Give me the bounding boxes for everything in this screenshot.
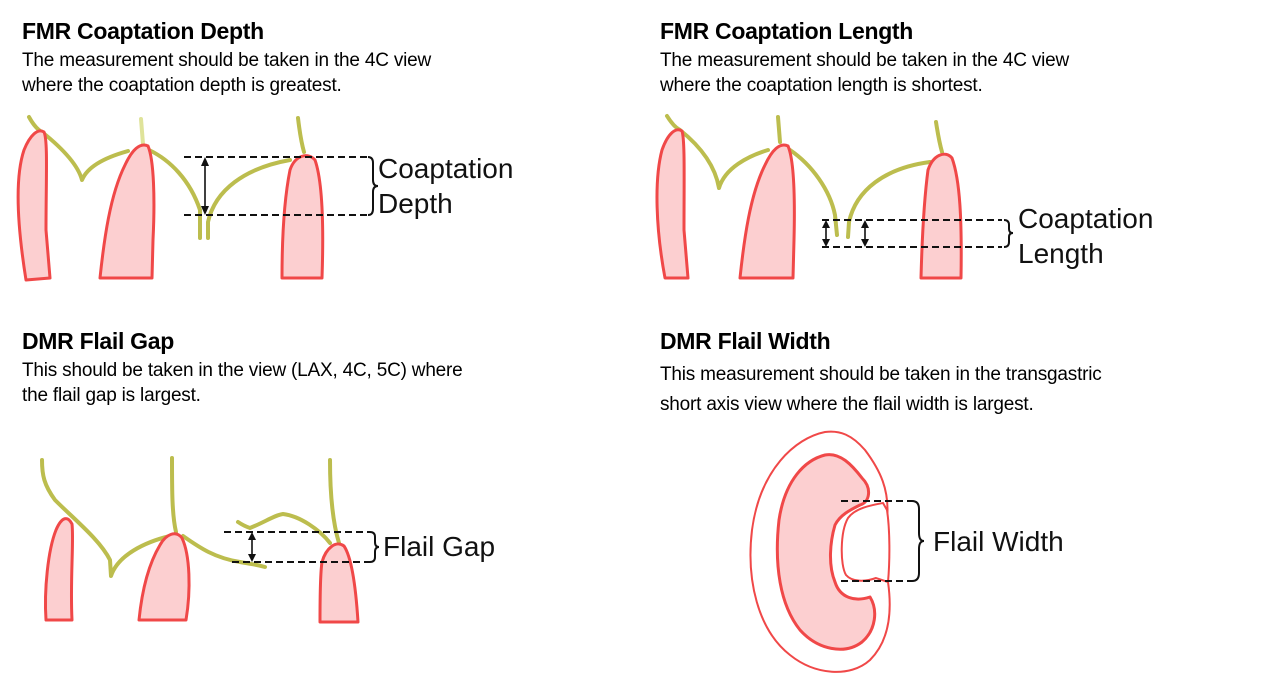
arrow-head-up <box>248 532 256 540</box>
leaflet-posterior <box>206 158 292 240</box>
measurement-label: Length <box>1018 238 1104 269</box>
leaflet-chord <box>328 458 341 545</box>
description-line: This measurement should be taken in the … <box>660 364 1102 385</box>
description-line: This should be taken in the view (LAX, 4… <box>22 360 463 381</box>
arrow-head-up <box>861 220 869 228</box>
leaflet-left <box>40 130 130 182</box>
measurement-label: Flail Width <box>933 526 1064 557</box>
ventricle-wall-right <box>280 154 325 280</box>
measurement-label: Flail Gap <box>383 531 495 562</box>
measurement-label: Coaptation <box>378 153 513 184</box>
measurement-brace <box>911 500 925 582</box>
ventricle-wall-right <box>318 542 360 624</box>
valve-leaflet-c-shape <box>775 453 877 651</box>
arrow-head-down <box>201 206 209 215</box>
ventricle-wall-left <box>655 128 690 280</box>
leaflet-chord <box>665 114 682 132</box>
leaflet-chord <box>934 120 944 154</box>
leaflet-anterior <box>147 148 202 240</box>
leaflet-posterior <box>846 160 932 239</box>
ventricle-wall-left <box>44 517 75 622</box>
coaptation-depth-diagram: Coaptation Depth <box>16 115 513 282</box>
flail-gap-diagram: Flail Gap <box>40 456 495 624</box>
panel-title: DMR Flail Gap <box>22 328 175 354</box>
panel-title: FMR Coaptation Depth <box>22 18 264 44</box>
arrow-head-down <box>861 239 869 247</box>
ventricle-wall-septum <box>137 532 191 622</box>
measurement-brace <box>369 531 380 563</box>
panel-description: The measurement should be taken in the 4… <box>660 48 1069 98</box>
arrow-head-down <box>248 554 256 562</box>
leaflet-chord <box>296 116 306 154</box>
ventricle-wall-septum <box>738 143 796 280</box>
measurement-brace <box>1003 219 1014 248</box>
description-line: short axis view where the flail width is… <box>660 394 1034 415</box>
leaflet-flail <box>236 512 332 545</box>
measurement-brace <box>367 156 379 216</box>
ventricle-wall-left <box>16 129 52 282</box>
leaflet-left <box>40 458 172 578</box>
flail-notch <box>840 501 891 584</box>
leaflet-anterior <box>788 148 839 237</box>
panel-description: The measurement should be taken in the 4… <box>22 48 431 98</box>
arrow-head-up <box>822 220 830 228</box>
description-line: The measurement should be taken in the 4… <box>22 50 432 71</box>
leaflet-anterior <box>181 534 267 569</box>
panel-title: DMR Flail Width <box>660 328 831 354</box>
description-line: where the coaptation depth is greatest. <box>22 75 342 96</box>
panel-description: This should be taken in the view (LAX, 4… <box>22 358 463 408</box>
description-line: where the coaptation length is shortest. <box>660 75 983 96</box>
measurement-label: Coaptation <box>1018 203 1153 234</box>
flail-width-diagram: Flail Width <box>749 430 1064 673</box>
arrow-head-down <box>822 239 830 247</box>
panel-title: FMR Coaptation Length <box>660 18 914 44</box>
leaflet-chord <box>170 456 178 534</box>
ventricle-wall-right <box>919 152 963 280</box>
leaflet-left <box>678 128 770 190</box>
ventricle-wall-septum <box>98 143 156 280</box>
coaptation-length-diagram: Coaptation Length <box>655 114 1153 280</box>
arrow-head-up <box>201 157 209 166</box>
leaflet-chord <box>139 117 145 146</box>
measurement-label: Depth <box>378 188 453 219</box>
description-line: the flail gap is largest. <box>22 385 201 406</box>
description-line: The measurement should be taken in the 4… <box>660 50 1070 71</box>
leaflet-chord <box>776 115 782 144</box>
panel-description: This measurement should be taken in the … <box>660 362 1102 417</box>
